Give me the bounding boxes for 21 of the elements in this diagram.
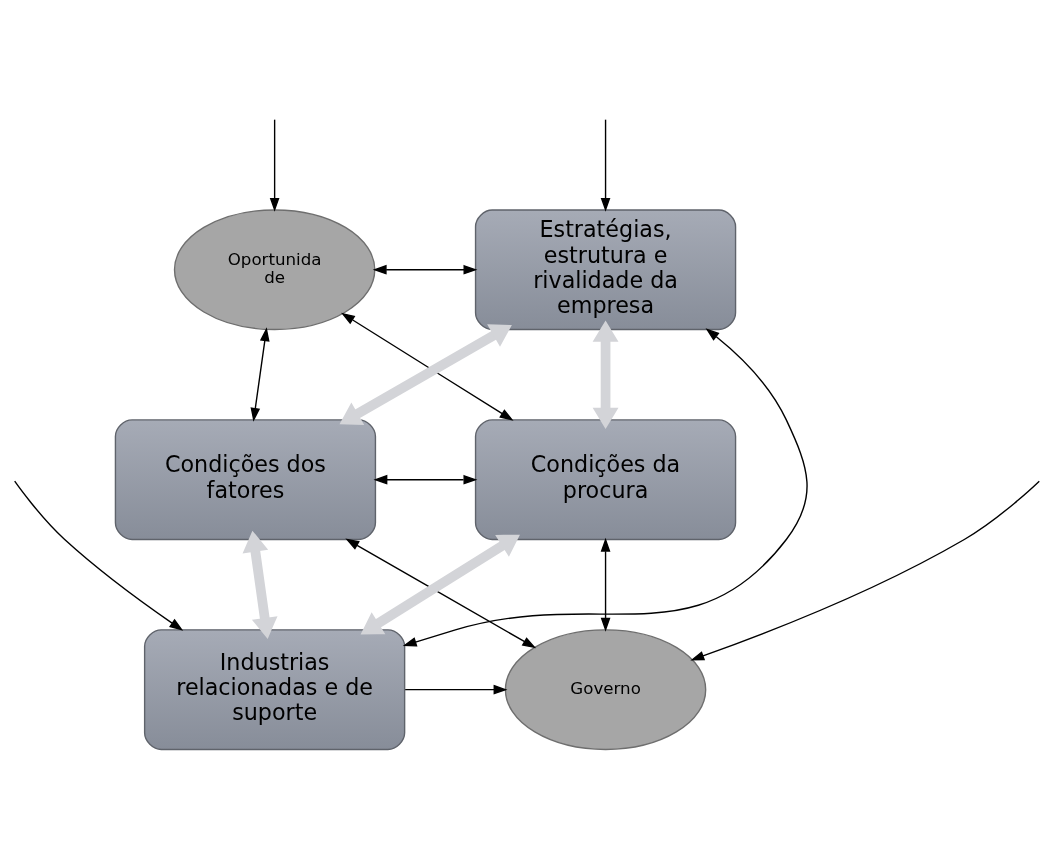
arrow	[404, 684, 508, 695]
arrow	[14, 480, 184, 631]
arrow	[690, 480, 1040, 661]
node-ellipse: Oportunida de	[173, 209, 376, 331]
arrow	[600, 118, 611, 212]
node-box: Estratégias, estrutura e rivalidade da empresa	[474, 209, 737, 331]
arrow	[372, 264, 478, 275]
arrow	[592, 320, 619, 429]
arrow	[341, 312, 514, 421]
arrow	[269, 118, 280, 212]
node-box: Industrias relacionadas e de suporte	[143, 629, 406, 751]
node-box: Condições da procura	[474, 419, 737, 541]
arrow	[402, 328, 808, 647]
arrow	[600, 537, 611, 632]
arrow	[373, 474, 478, 485]
arrow	[360, 534, 520, 635]
arrow	[345, 538, 537, 649]
arrow	[339, 324, 512, 425]
node-box: Condições dos fatores	[114, 419, 377, 541]
arrow	[250, 327, 270, 422]
arrow	[242, 530, 278, 639]
